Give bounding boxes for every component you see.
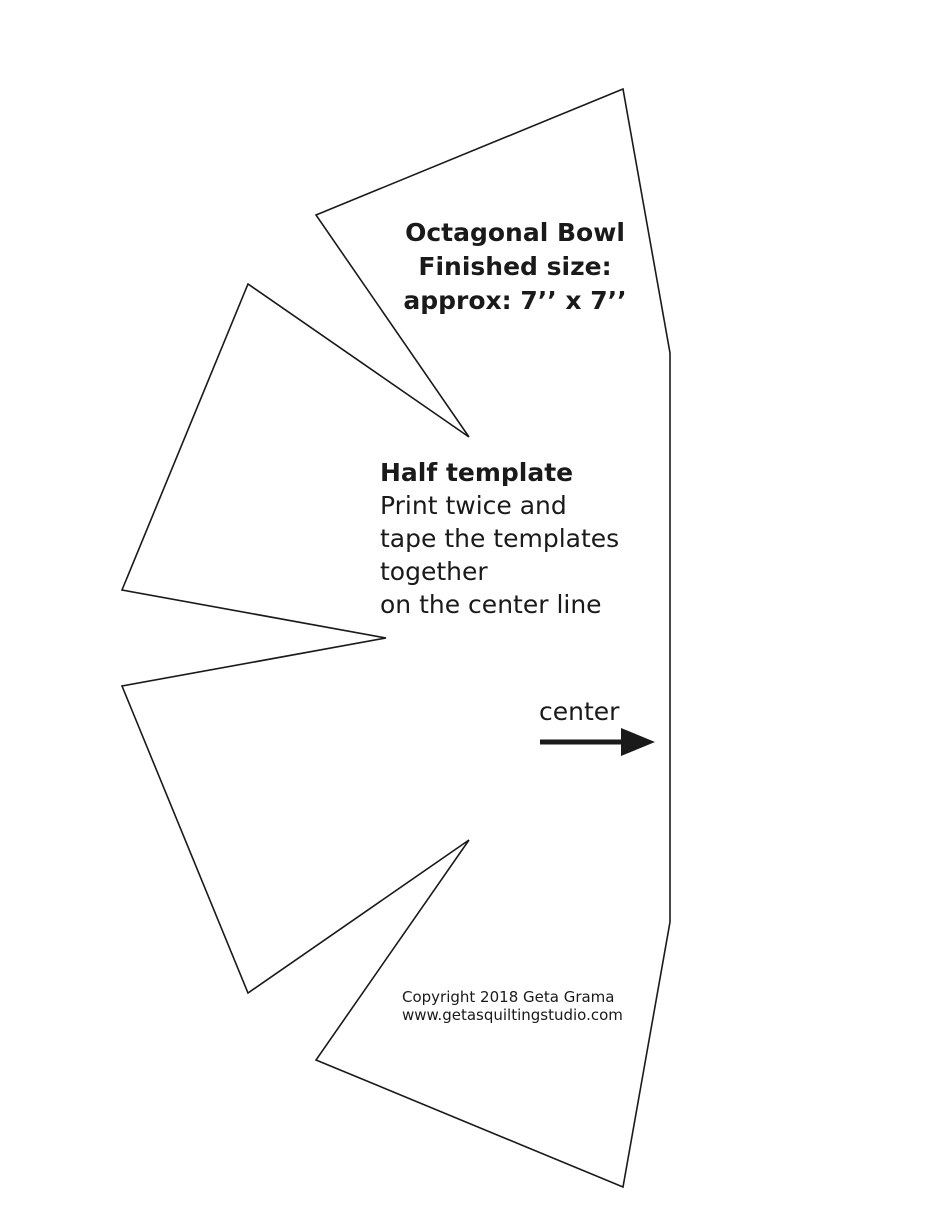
- arrow-head: [621, 728, 655, 756]
- copyright-block: Copyright 2018 Geta Grama www.getasquilt…: [402, 988, 623, 1024]
- template-outline: [120, 87, 671, 1189]
- title-line-3: approx: 7’’ x 7’’: [403, 286, 627, 315]
- instructions-block: Half template Print twice and tape the t…: [380, 456, 660, 621]
- title-block: Octagonal Bowl Finished size: approx: 7’…: [380, 216, 650, 318]
- right-arrow-icon: [540, 728, 655, 756]
- website-line: www.getasquiltingstudio.com: [402, 1006, 623, 1024]
- copyright-line: Copyright 2018 Geta Grama: [402, 988, 615, 1006]
- instructions-heading: Half template: [380, 458, 574, 487]
- instructions-line-4: on the center line: [380, 590, 602, 619]
- title-line-2: Finished size:: [418, 252, 612, 281]
- instructions-line-1: Print twice and: [380, 491, 567, 520]
- title-line-1: Octagonal Bowl: [405, 218, 625, 247]
- instructions-line-2: tape the templates: [380, 524, 620, 553]
- center-label: center: [539, 697, 620, 726]
- instructions-line-3: together: [380, 557, 488, 586]
